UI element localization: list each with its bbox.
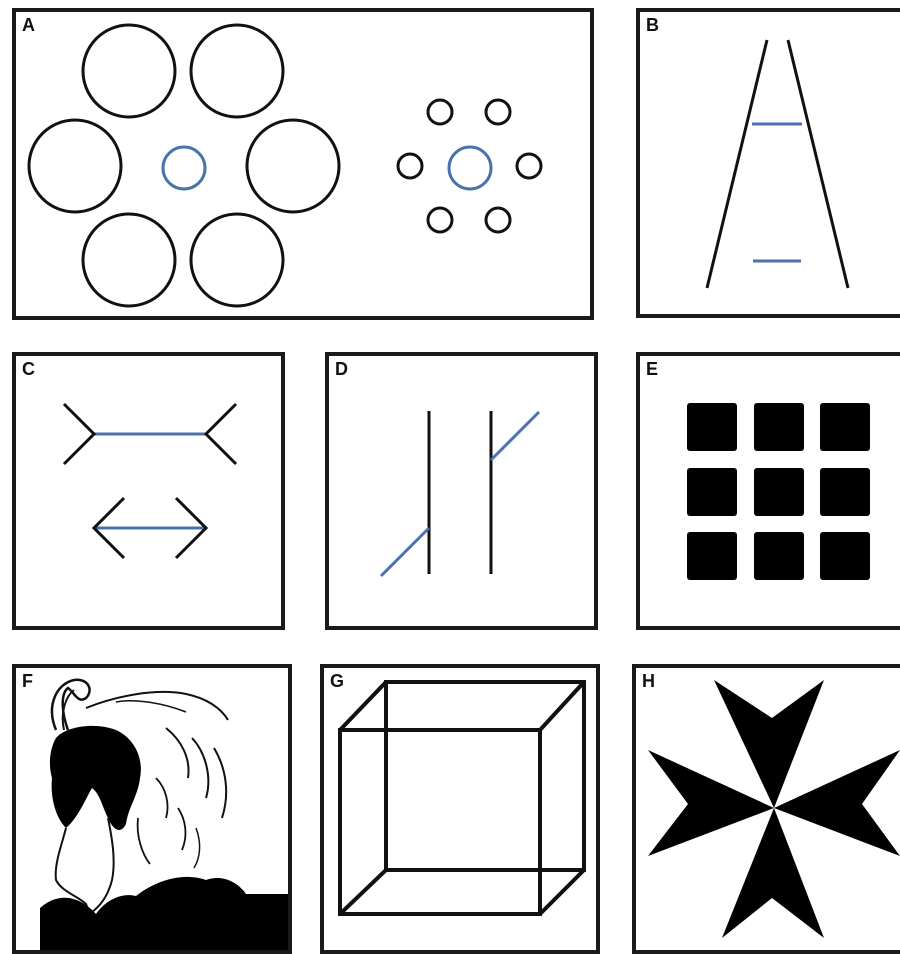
panel-g-label: G bbox=[330, 672, 344, 690]
panel-e-label: E bbox=[646, 360, 658, 378]
small-surround-circle bbox=[428, 208, 452, 232]
fur-collar bbox=[40, 877, 288, 950]
cube-edge bbox=[540, 870, 584, 914]
black-headscarf bbox=[50, 726, 141, 830]
converging-rail-right bbox=[788, 40, 848, 288]
large-surround-circle bbox=[83, 25, 175, 117]
grid-square bbox=[754, 468, 804, 516]
panel-h-maltese-cross: H bbox=[632, 664, 900, 954]
grid-square bbox=[754, 532, 804, 580]
ponzo-figure bbox=[640, 12, 900, 314]
panel-b-label: B bbox=[646, 16, 659, 34]
small-surround-circle bbox=[398, 154, 422, 178]
necker-cube-figure bbox=[324, 668, 596, 950]
panel-f-label: F bbox=[22, 672, 33, 690]
panel-c-muller-lyer: C bbox=[12, 352, 285, 630]
ambiguous-portrait-figure bbox=[16, 668, 288, 950]
diagonal-segment-upper bbox=[491, 412, 539, 460]
fins-outward-left bbox=[64, 404, 94, 464]
small-surround-circle bbox=[486, 100, 510, 124]
grid-square bbox=[820, 532, 870, 580]
fins-outward-right bbox=[206, 404, 236, 464]
panel-e-hermann-grid: E bbox=[636, 352, 900, 630]
panel-a-ebbinghaus: A bbox=[12, 8, 594, 320]
hair-outline bbox=[86, 692, 228, 720]
maltese-cross-figure bbox=[636, 668, 900, 950]
poggendorff-figure bbox=[329, 356, 594, 626]
cube-edge bbox=[340, 870, 386, 914]
panel-d-poggendorff: D bbox=[325, 352, 598, 630]
grid-square bbox=[820, 468, 870, 516]
large-surround-circle bbox=[29, 120, 121, 212]
panel-a-label: A bbox=[22, 16, 35, 34]
diagonal-segment-lower bbox=[381, 528, 429, 576]
panel-h-label: H bbox=[642, 672, 655, 690]
small-surround-circle bbox=[517, 154, 541, 178]
grid-square bbox=[687, 468, 737, 516]
small-surround-circle bbox=[428, 100, 452, 124]
large-surround-circle bbox=[191, 25, 283, 117]
cube-edge bbox=[340, 682, 386, 730]
panel-c-label: C bbox=[22, 360, 35, 378]
cube-back-face bbox=[386, 682, 584, 870]
panel-f-wife-mother-in-law: F bbox=[12, 664, 292, 954]
ebbinghaus-figure bbox=[16, 12, 590, 316]
grid-square bbox=[754, 403, 804, 451]
small-surround-circle bbox=[486, 208, 510, 232]
large-surround-circle bbox=[191, 214, 283, 306]
large-surround-circle bbox=[247, 120, 339, 212]
maltese-cross-shape bbox=[648, 680, 900, 938]
grid-square bbox=[820, 403, 870, 451]
large-surround-circle bbox=[83, 214, 175, 306]
grid-square bbox=[687, 532, 737, 580]
cube-edge bbox=[540, 682, 584, 730]
grid-square bbox=[687, 403, 737, 451]
muller-lyer-figure bbox=[16, 356, 281, 626]
target-circle-left bbox=[163, 147, 205, 189]
panel-d-label: D bbox=[335, 360, 348, 378]
converging-rail-left bbox=[707, 40, 767, 288]
hermann-grid-figure bbox=[640, 356, 900, 626]
target-circle-right bbox=[449, 147, 491, 189]
panel-b-ponzo: B bbox=[636, 8, 900, 318]
feather-plume bbox=[52, 680, 90, 730]
panel-g-necker-cube: G bbox=[320, 664, 600, 954]
